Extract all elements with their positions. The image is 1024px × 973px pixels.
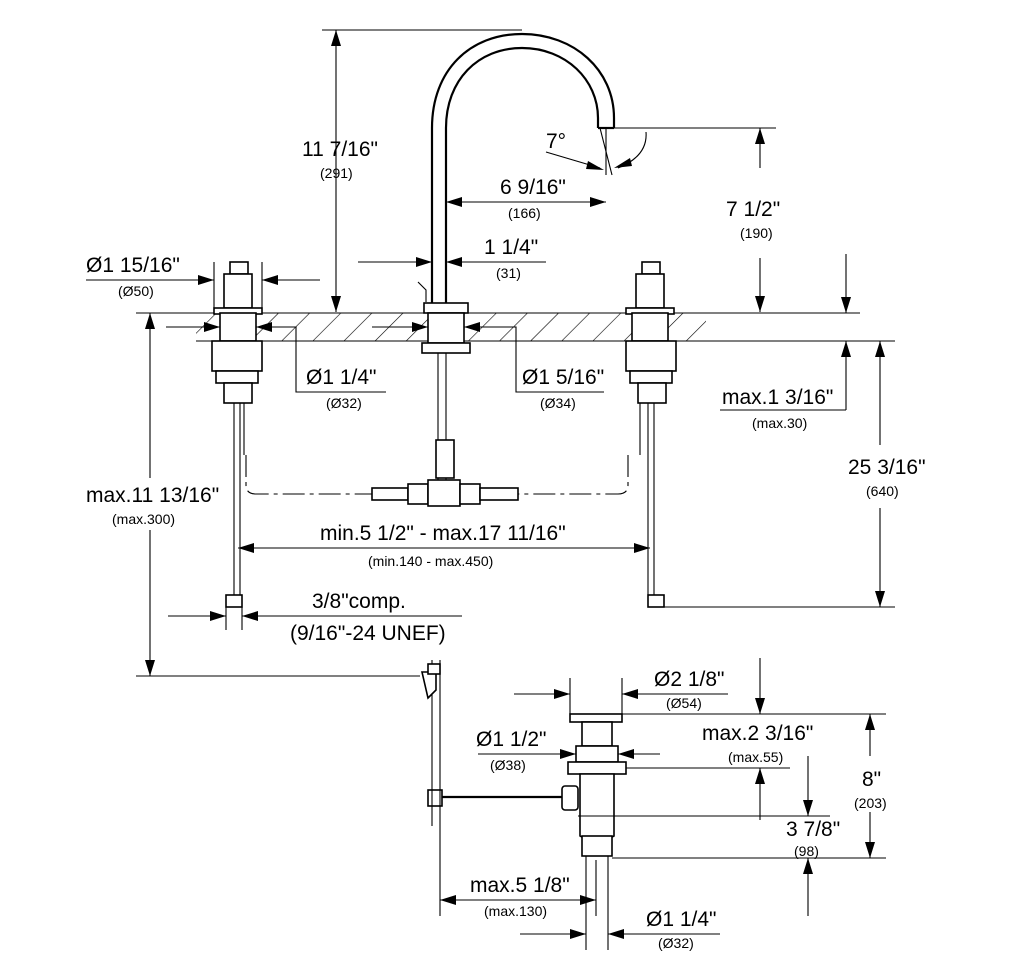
connection-label: 3/8"comp. bbox=[312, 590, 406, 613]
max-rod-reach-label: max.5 1/8" bbox=[470, 874, 570, 897]
spout-outlet-metric: (190) bbox=[740, 225, 773, 241]
pop-up-drain bbox=[420, 660, 627, 950]
connector-hoses bbox=[245, 455, 629, 507]
supply-length-metric: (640) bbox=[866, 483, 899, 499]
handle-spread-label: min.5 1/2" - max.17 11/16" bbox=[320, 522, 566, 545]
pivot-height-label: 3 7/8" bbox=[786, 818, 840, 841]
drain-length-metric: (203) bbox=[854, 795, 887, 811]
right-valve bbox=[625, 261, 677, 608]
max-flange-label: max.2 3/16" bbox=[702, 722, 813, 745]
drain-flange-metric: (Ø54) bbox=[666, 695, 702, 711]
max-flange-metric: (max.55) bbox=[728, 749, 783, 765]
handle-dia-metric: (Ø50) bbox=[118, 283, 154, 299]
handle-spread-metric: (min.140 - max.450) bbox=[368, 553, 493, 569]
drain-flange-label: Ø2 1/8" bbox=[654, 668, 725, 691]
spout-reach-label: 6 9/16" bbox=[500, 176, 566, 199]
spout-base-label: 1 1/4" bbox=[484, 236, 538, 259]
valve-hole-label: Ø1 1/4" bbox=[306, 366, 377, 389]
tailpiece-label: Ø1 1/4" bbox=[646, 908, 717, 931]
max-rod-reach-metric: (max.130) bbox=[484, 903, 547, 919]
connection-thread: (9/16"-24 UNEF) bbox=[290, 622, 446, 645]
valve-hole-metric: (Ø32) bbox=[326, 395, 362, 411]
spout-base-metric: (31) bbox=[496, 265, 521, 281]
spout bbox=[417, 32, 616, 480]
handle-dia-label: Ø1 15/16" bbox=[86, 254, 180, 277]
max-deck-label: max.1 3/16" bbox=[722, 386, 833, 409]
max-below-deck-metric: (max.300) bbox=[112, 511, 175, 527]
max-below-deck-label: max.11 13/16" bbox=[86, 484, 219, 507]
supply-length-label: 25 3/16" bbox=[848, 456, 926, 479]
drain-length-label: 8" bbox=[862, 768, 881, 791]
max-deck-metric: (max.30) bbox=[752, 415, 807, 431]
spout-hole-label: Ø1 5/16" bbox=[522, 366, 604, 389]
dimension-lines bbox=[86, 29, 895, 939]
spout-height-label: 11 7/16" bbox=[302, 138, 378, 161]
spout-hole-metric: (Ø34) bbox=[540, 395, 576, 411]
drain-body-label: Ø1 1/2" bbox=[476, 728, 547, 751]
dimension-labels: 11 7/16" (291) 7° 6 9/16" (166) 7 1/2" (… bbox=[86, 130, 926, 951]
spout-outlet-label: 7 1/2" bbox=[726, 198, 780, 221]
spout-height-metric: (291) bbox=[320, 165, 353, 181]
left-valve bbox=[211, 261, 263, 608]
drain-body-metric: (Ø38) bbox=[490, 757, 526, 773]
spout-reach-metric: (166) bbox=[508, 205, 541, 221]
pivot-height-metric: (98) bbox=[794, 843, 819, 859]
tailpiece-metric: (Ø32) bbox=[658, 935, 694, 951]
spout-angle-label: 7° bbox=[546, 130, 566, 153]
